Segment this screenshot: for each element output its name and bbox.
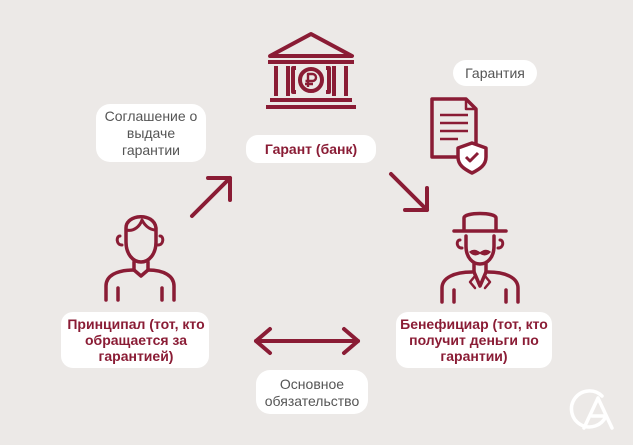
gentleman-icon	[438, 208, 522, 304]
person-icon	[100, 206, 180, 302]
principal-label: Принципал (тот, кто обращается за гарант…	[67, 316, 205, 364]
principal-pill	[61, 312, 209, 368]
agreement-label: Соглашение о выдаче гарантии	[104, 108, 198, 158]
guarantor-pill	[246, 135, 376, 163]
double-arrow-icon	[250, 326, 364, 356]
bank-icon	[264, 30, 358, 110]
guarantor-label: Гарант (банк)	[264, 141, 358, 157]
obligation-pill	[256, 370, 368, 414]
arrow-up-right-icon	[186, 172, 236, 222]
beneficiary-pill	[396, 312, 552, 368]
document-shield-icon	[428, 95, 494, 175]
beneficiary-label: Бенефициар (тот, кто получит деньги по г…	[400, 316, 548, 364]
guarantee-doc-label: Гарантия	[465, 65, 525, 81]
main-obligation-label: Основное обязательство	[264, 376, 360, 409]
agreement-pill	[96, 104, 206, 162]
ga-logo	[562, 384, 618, 434]
guarantee-doc-pill	[453, 60, 537, 86]
arrow-down-right-icon	[387, 170, 433, 216]
